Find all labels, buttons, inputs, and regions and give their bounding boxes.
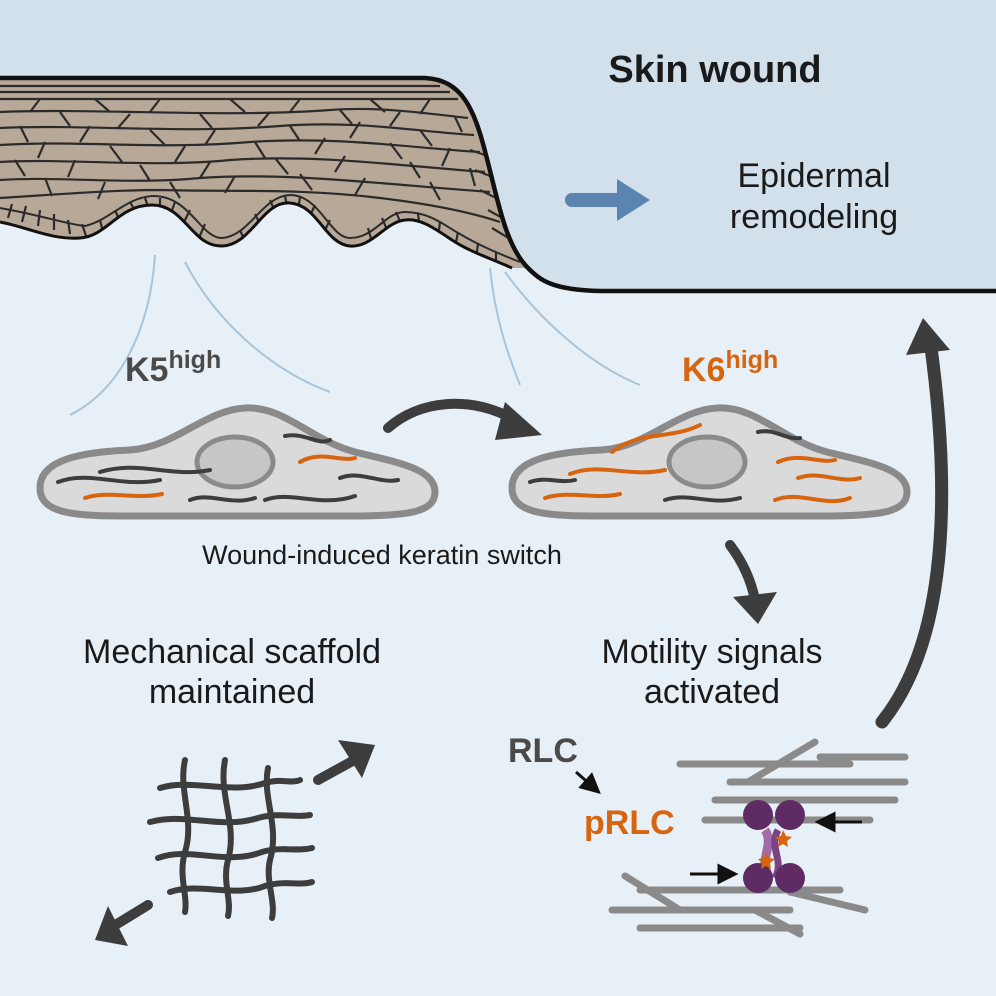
k6-cell	[508, 404, 911, 520]
switch-arrow-icon	[383, 398, 520, 433]
phospho-star-icon	[775, 830, 792, 847]
epidermis-tissue	[0, 75, 996, 294]
outcome-line1: Epidermal	[737, 157, 890, 195]
k6-label: K6high	[682, 346, 778, 389]
scaffold-line1: Mechanical scaffold	[83, 633, 381, 671]
guide-lines	[69, 254, 641, 416]
signal-arrowhead-icon	[733, 592, 777, 624]
title: Skin wound	[608, 49, 821, 91]
k5-nucleus	[194, 434, 276, 490]
keratin-mesh	[147, 757, 315, 921]
motility-line2: activated	[644, 673, 780, 711]
phospho-star-icon	[758, 852, 775, 869]
myosin-motor	[743, 800, 805, 893]
wound-panel	[0, 0, 996, 291]
outcome-line2: remodeling	[730, 198, 898, 236]
rlc-label: RLC	[508, 732, 578, 770]
phosphorylation-arrow-icon	[575, 770, 601, 794]
k5-label: K5high	[125, 346, 221, 389]
scaffold-line2: maintained	[149, 673, 315, 711]
k6-nucleus	[666, 434, 748, 490]
switch-arrowhead-icon	[495, 402, 542, 440]
motility-line1: Motility signals	[601, 633, 822, 671]
remodeling-arrowhead-icon	[617, 179, 650, 221]
prlc-label: pRLC	[584, 804, 675, 842]
stretch-arrows-icon	[95, 740, 375, 946]
signal-arrow-icon	[725, 540, 760, 605]
switch-label: Wound-induced keratin switch	[202, 540, 562, 570]
feedback-arrowhead-icon	[906, 318, 950, 355]
feedback-arrow-icon	[875, 333, 949, 729]
compression-arrows-icon	[690, 811, 862, 885]
k5-cell	[36, 404, 439, 520]
